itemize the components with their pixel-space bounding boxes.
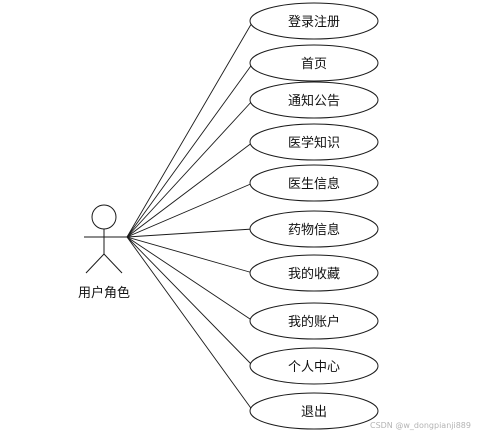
association-home	[126, 62, 254, 238]
use-case-label: 医生信息	[288, 176, 340, 192]
association-doctor-info	[126, 182, 254, 238]
association-personal-center	[126, 236, 254, 367]
use-case-logout: 退出	[249, 392, 379, 430]
use-case-my-favorites: 我的收藏	[249, 254, 379, 292]
actor-left-leg	[85, 253, 105, 274]
use-case-register-login: 登录注册	[249, 2, 379, 40]
association-notices	[126, 99, 254, 238]
use-case-notices: 通知公告	[249, 81, 379, 119]
use-case-label: 我的收藏	[288, 266, 340, 282]
use-case-doctor-info: 医生信息	[249, 164, 379, 202]
association-my-favorites	[126, 236, 254, 274]
actor-right-leg	[103, 253, 123, 274]
association-register-login	[126, 20, 254, 238]
use-case-label: 药物信息	[288, 222, 340, 238]
use-case-ellipse	[249, 2, 379, 40]
use-case-my-account: 我的账户	[249, 302, 379, 340]
use-case-label: 个人中心	[288, 360, 340, 375]
use-case-ellipse	[249, 210, 379, 248]
association-medicine-info	[126, 228, 254, 238]
use-case-label: 通知公告	[288, 93, 340, 109]
association-lines	[126, 20, 254, 412]
use-case-ellipse	[249, 254, 379, 292]
use-case-personal-center: 个人中心	[249, 347, 379, 385]
association-logout	[126, 236, 254, 412]
actor-head	[91, 204, 117, 230]
use-case-home: 首页	[249, 44, 379, 82]
use-case-ellipse	[249, 164, 379, 202]
use-case-ellipse	[249, 81, 379, 119]
association-my-account	[126, 236, 254, 322]
use-case-label: 退出	[301, 405, 327, 420]
watermark: CSDN @w_dongpianji889	[369, 421, 471, 430]
association-medical-knowledge	[126, 141, 254, 238]
use-case-medicine-info: 药物信息	[249, 210, 379, 248]
use-case-label: 医学知识	[288, 135, 340, 151]
use-case-label: 首页	[301, 57, 327, 72]
use-case-label: 我的账户	[288, 314, 340, 330]
use-case-ellipse	[249, 302, 379, 340]
use-case-ellipse	[249, 123, 379, 161]
use-case-ellipse	[249, 44, 379, 82]
actor-label: 用户角色	[78, 285, 130, 301]
use-case-ellipse	[249, 347, 379, 385]
use-case-label: 登录注册	[288, 15, 340, 30]
use-case-medical-knowledge: 医学知识	[249, 123, 379, 161]
actor-user-role: 用户角色	[78, 204, 130, 301]
use-case-ellipse	[249, 392, 379, 430]
